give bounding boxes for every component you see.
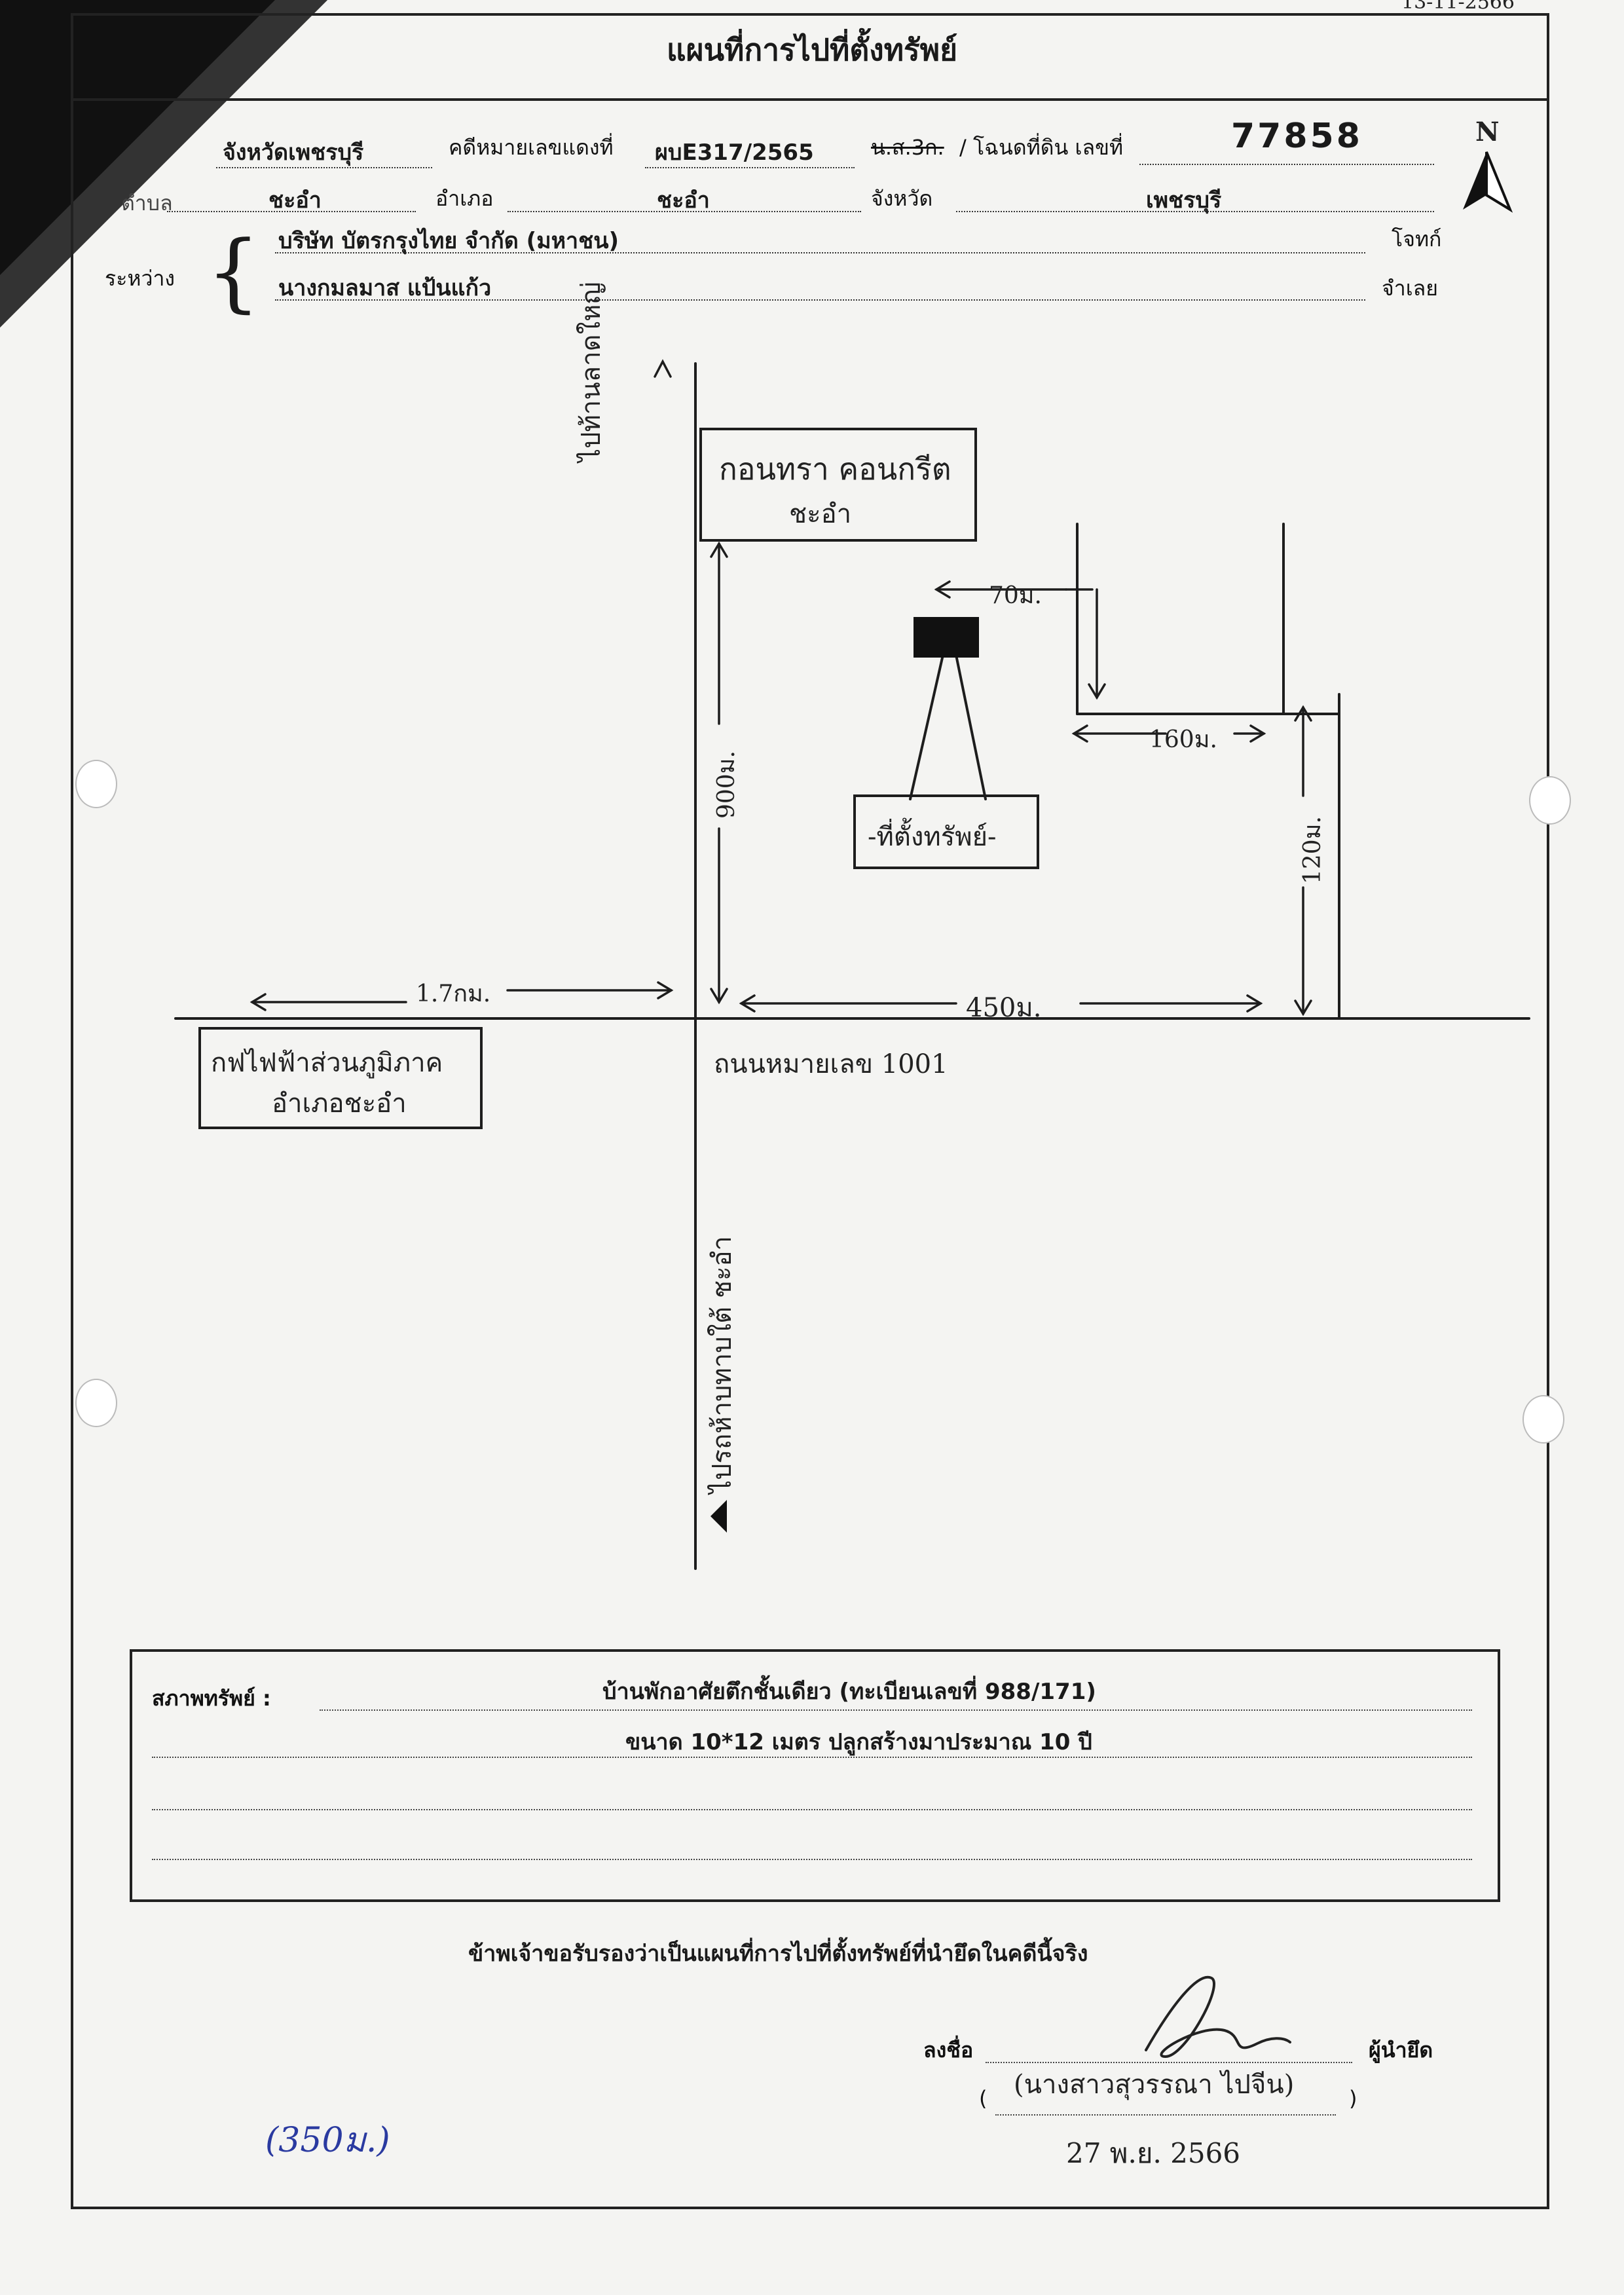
sign-line [986,2062,1352,2063]
property-line1: บ้านพักอาศัยตึกชั้นเดียว (ทะเบียนเลขที่ … [602,1679,1096,1705]
defendant-line [275,299,1365,301]
date-stamp: 27 พ.ย. 2566 [1066,2137,1241,2169]
binder-hole [75,1379,117,1427]
plaintiff-name: บริษัท บัตรกรุงไทย จำกัด (มหาชน) [278,228,619,254]
pea-office-line2: อำเภอชะอำ [272,1089,407,1119]
between-label: ระหว่าง [105,266,175,291]
dist-160m: 160ม. [1149,726,1217,753]
paren-open: ( [979,2086,987,2111]
signer-name: (นางสาวสุวรรณา ไปจีน) [1014,2070,1295,2100]
province-court-line [216,167,432,168]
amphoe: ชะอำ [657,187,710,214]
province-court: จังหวัดเพชรบุรี [223,140,364,166]
form-frame [71,13,1549,2209]
north-label: N [1475,117,1500,147]
sketch-map [174,359,1530,1570]
deed-number-line [1139,164,1434,165]
dist-900m: 900ม. [713,751,740,819]
dist-450m: 450ม. [966,993,1042,1023]
binder-hole [75,760,117,808]
dist-1-7km: 1.7กม. [416,980,491,1007]
road-1001-label: ถนนหมายเลข 1001 [714,1049,948,1079]
concrete-plant-label: กอนทรา คอนกรีต [719,451,951,487]
property-line2-rule [152,1757,1472,1758]
property-pointer-right [955,654,987,800]
corner-date: 13-11-2566 [1401,0,1515,14]
plaintiff-role: โจทก์ [1392,227,1442,252]
case-number: ผบE317/2565 [655,140,814,166]
defendant-role: จำเลย [1382,276,1439,301]
binder-hole [1522,1395,1564,1444]
property-line1-rule [320,1709,1472,1711]
paren-close: ) [1349,2086,1357,2111]
dist-120m: 120ม. [1299,816,1326,884]
to-lat-yai-label: ไปท้านลาดใหญ่ [576,282,606,462]
case-number-label: คดีหมายเลขแดงที่ [449,135,614,160]
property-label-box [853,794,1039,869]
case-number-line [645,167,855,168]
north-arrow-icon [1463,151,1513,213]
name-line [995,2114,1336,2116]
property-pointer-left [909,654,944,800]
handwritten-ref: (350ม.) [265,2121,390,2160]
tambon-line [167,211,416,212]
signer-role: ผู้นำยึด [1369,2038,1433,2062]
dist-70m: 70ม. [989,582,1042,609]
changwat-line [956,211,1434,212]
tambon-label: ตำบล [121,191,173,215]
pea-office-box [198,1027,483,1129]
brace: { [206,222,261,322]
amphoe-label: อำเภอ [435,186,494,211]
deed-label: / โฉนดที่ดิน เลขที่ [959,135,1124,160]
pea-office-line1: กฟไฟฟ้าส่วนภูมิภาค [211,1048,443,1078]
property-label: -ที่ตั้งทรัพย์- [868,822,997,852]
tambon: ชะอำ [268,187,322,214]
to-cha-am-south-label: ไปรถห้าบทาบใต้ ชะอำ [707,1236,737,1493]
deed-type-struck: น.ส.3ก. [871,135,944,160]
property-description-box [130,1649,1500,1902]
property-line4-rule [152,1859,1472,1860]
deed-number: 77858 [1231,117,1363,156]
amphoe-line [507,211,861,212]
certify-statement: ข้าพเจ้าขอรับรองว่าเป็นแผนที่การไปที่ตั้… [468,1941,1088,1967]
property-line3-rule [152,1809,1472,1810]
signature-icon [1145,1975,1291,2059]
south-arrowhead [710,1500,727,1533]
sign-label: ลงชื่อ [923,2038,974,2062]
page-title: แผนที่การไปที่ตั้งทรัพย์ [666,32,958,67]
property-label: สภาพทรัพย์ : [152,1686,271,1711]
folded-corner [0,0,327,327]
changwat-label: จังหวัด [871,186,933,211]
cha-am-label: ชะอำ [789,499,852,529]
changwat: เพชรบุรี [1146,187,1222,214]
concrete-plant-box [699,428,977,542]
title-rule [71,98,1547,101]
property-marker [913,617,979,658]
defendant-name: นางกมลมาส แป้นแก้ว [278,275,492,301]
property-line2: ขนาด 10*12 เมตร ปลูกสร้างมาประมาณ 10 ปี [625,1729,1092,1755]
plaintiff-line [275,252,1365,253]
binder-hole [1529,776,1571,825]
